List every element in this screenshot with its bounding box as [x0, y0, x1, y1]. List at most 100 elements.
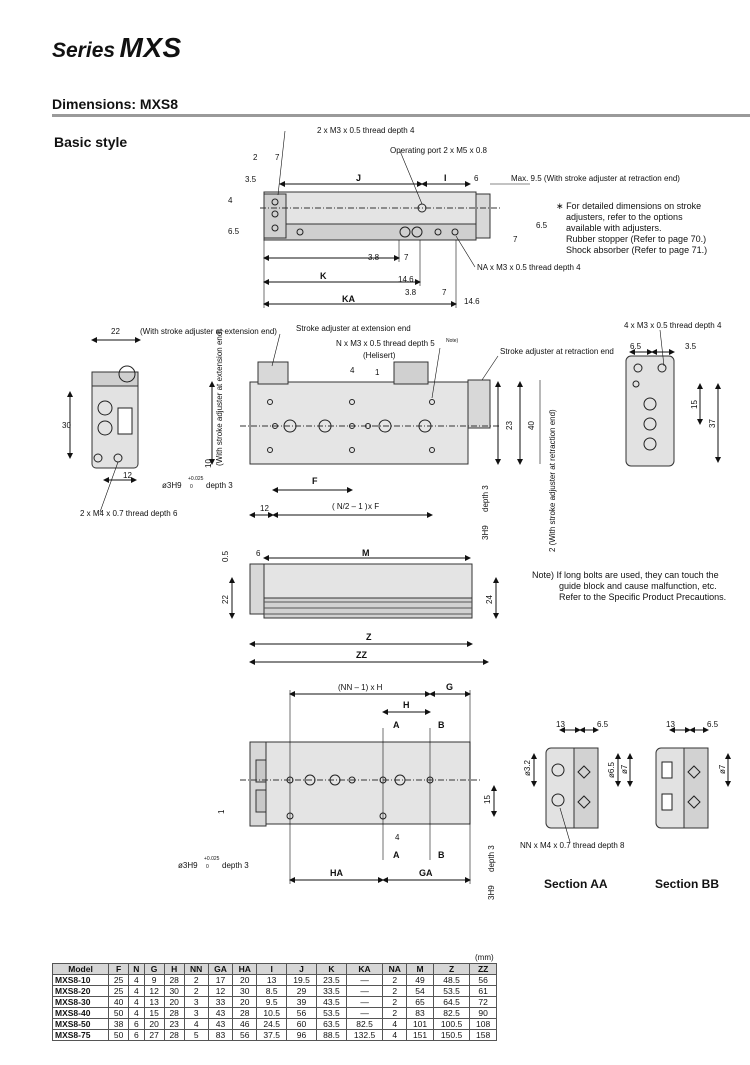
table-cell: 6 [128, 1029, 145, 1041]
table-cell: 72 [469, 996, 497, 1008]
series-model: MXS [119, 32, 182, 63]
table-cell: — [345, 996, 384, 1008]
dim-23: 23 [505, 421, 514, 430]
dim-4b: 4 [350, 366, 355, 375]
table-cell-model: MXS8-10 [51, 974, 110, 986]
table-cell: 61 [469, 985, 497, 997]
table-cell: 27 [143, 1029, 165, 1041]
dimension-table: Model F N G H NN GA HA I J K KA NA M Z Z… [51, 963, 497, 1041]
th-zz: ZZ [469, 963, 497, 975]
lbl-nf-paren: ( N/2 – 1 ) [332, 502, 368, 511]
lbl-nf: x F [368, 502, 379, 511]
lbl-m4-thread: 2 x M4 x 0.7 thread depth 6 [80, 509, 178, 518]
table-cell: 100.5 [432, 1018, 471, 1030]
dim-7c: 7 [442, 288, 447, 297]
table-cell: 96 [286, 1029, 317, 1041]
table-cell: 3 [183, 1007, 209, 1019]
table-cell: 2 [382, 996, 408, 1008]
table-cell: 54 [406, 985, 434, 997]
lbl-max95: Max. 9.5 (With stroke adjuster at retrac… [511, 174, 680, 183]
table-cell: 43.5 [315, 996, 347, 1008]
table-cell-model: MXS8-40 [51, 1007, 110, 1019]
dim-7d: 7 [513, 235, 518, 244]
dim-3-5b: 3.5 [685, 342, 697, 351]
table-cell: 4 [382, 1029, 408, 1041]
table-cell: 90 [469, 1007, 497, 1019]
dim-B-top: B [438, 720, 445, 730]
lbl-helisert: (Helisert) [363, 351, 396, 360]
dim-4c: 4 [395, 833, 400, 842]
dim-40: 40 [527, 421, 536, 430]
table-cell-model: MXS8-20 [51, 985, 110, 997]
dim-1: 1 [375, 368, 380, 377]
dim-6-5e: 6.5 [707, 720, 719, 729]
dim-ZZ: ZZ [356, 650, 367, 660]
table-cell: 25 [108, 974, 130, 986]
dim-G: G [446, 682, 453, 692]
dim-J: J [356, 173, 361, 183]
table-cell: 24.5 [256, 1018, 288, 1030]
table-cell: 12 [143, 985, 165, 997]
dim-d3-2: ø3.2 [523, 759, 532, 776]
dim-12: 12 [123, 471, 132, 480]
table-cell: 151 [406, 1029, 434, 1041]
dim-6: 6 [474, 174, 479, 183]
series-word: Series [52, 39, 116, 62]
th-z: Z [432, 963, 471, 975]
th-i: I [256, 963, 288, 975]
table-cell: 46 [232, 1018, 258, 1030]
table-cell: 82.5 [432, 1007, 471, 1019]
lbl-depth3-b: depth 3 [222, 861, 249, 870]
table-cell: 6 [128, 1018, 145, 1030]
table-cell: 9.5 [256, 996, 288, 1008]
side-view: 6 M Z ZZ 0.5 22 24 [221, 548, 499, 665]
table-cell: 2 [183, 985, 209, 997]
table-cell: 9 [143, 974, 165, 986]
dim-10: 10 [204, 459, 213, 468]
dim-6-5b: 6.5 [536, 221, 548, 230]
bottom-view: (NN – 1) x H G H A B A B 4 HA GA ø3H9 +0… [178, 682, 497, 900]
table-cell: 10.5 [256, 1007, 288, 1019]
bolt-note-1: guide block and cause malfunction, etc. [559, 581, 717, 591]
series-heading: Series MXS [52, 32, 182, 64]
table-cell: 3 [183, 996, 209, 1008]
lbl-adj-ext-v: (With stroke adjuster at extension end) [215, 329, 224, 466]
table-cell: 64.5 [432, 996, 471, 1008]
table-cell: — [345, 985, 384, 997]
dim-d7b: ø7 [718, 764, 727, 774]
bolt-note-0: Note) If long bolts are used, they can t… [532, 570, 719, 580]
dim-6-5: 6.5 [228, 227, 240, 236]
table-cell: 37.5 [256, 1029, 288, 1041]
dim-4: 4 [228, 196, 233, 205]
th-model: Model [51, 963, 110, 975]
dim-0-5: 0.5 [221, 550, 230, 562]
section-title: Dimensions: MXS8 [52, 96, 179, 112]
table-cell: 4 [183, 1018, 209, 1030]
dim-12b: 12 [260, 504, 269, 513]
table-cell: — [345, 1007, 384, 1019]
lbl-depth3: depth 3 [206, 481, 233, 490]
left-side-view: 22 (With stroke adjuster at extension en… [62, 327, 277, 518]
table-cell: 30 [232, 985, 258, 997]
table-cell: 23 [163, 1018, 185, 1030]
table-cell: 50 [108, 1029, 130, 1041]
lbl-na-thread: NA x M3 x 0.5 thread depth 4 [477, 263, 581, 272]
table-cell: 88.5 [315, 1029, 347, 1041]
th-k: K [315, 963, 347, 975]
lbl-two-adj-ret: 2 (With stroke adjuster at retraction en… [548, 409, 557, 552]
lbl-op-port: Operating port 2 x M5 x 0.8 [390, 146, 487, 155]
dim-3-8b: 3.8 [405, 288, 417, 297]
table-cell: 5 [183, 1029, 209, 1041]
subtitle: Basic style [54, 134, 128, 150]
dim-HA: HA [330, 868, 343, 878]
dim-15b: 15 [483, 795, 492, 804]
table-cell: 43 [207, 1007, 234, 1019]
table-cell: 20 [232, 974, 258, 986]
dim-d6-5: ø6.5 [607, 761, 616, 778]
table-cell: 38 [108, 1018, 130, 1030]
asterisk: ∗ [556, 201, 564, 211]
table-cell: 29 [286, 985, 317, 997]
dim-3-8: 3.8 [368, 253, 380, 262]
